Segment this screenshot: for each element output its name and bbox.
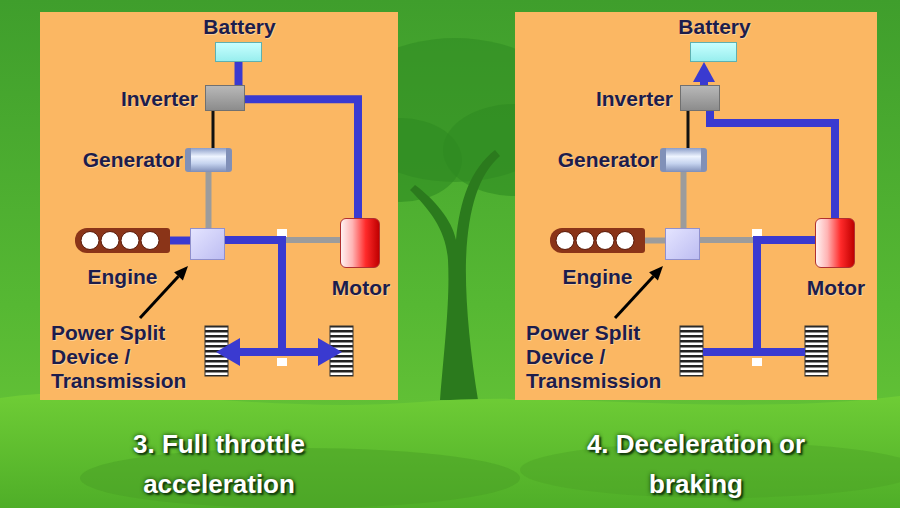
part-label: Generator (83, 148, 183, 172)
mode-panel: 3. Full throttle accelerationBatteryInve… (40, 12, 398, 400)
part-label: Battery (203, 15, 275, 39)
cylinder (141, 232, 159, 250)
panel-background (515, 12, 877, 400)
engine-block: Engine (550, 228, 645, 253)
cylinder (596, 232, 614, 250)
drive-shaft (206, 172, 212, 228)
power-flow-line (225, 240, 282, 352)
callout-arrowhead (174, 266, 188, 280)
drive-shaft (645, 238, 665, 244)
shaft-joint (277, 229, 287, 237)
part-label: Power Split Device / Transmission (526, 321, 676, 393)
shaft-joint (752, 358, 762, 366)
power-flow-arrowhead (216, 338, 240, 366)
motor-box: Motor (340, 218, 380, 268)
cylinder (81, 232, 99, 250)
power-flow-line (245, 99, 358, 218)
part-label: Motor (332, 276, 390, 300)
label-holder: Generator (558, 148, 658, 172)
power-flow-line (238, 348, 322, 356)
tree-trunk (410, 150, 500, 400)
label-holder: Inverter (596, 87, 673, 111)
cylinder (616, 232, 634, 250)
part-label: Engine (562, 265, 632, 289)
engine-block: Engine (75, 228, 170, 253)
engine-cylinders (75, 228, 170, 253)
panel-caption: 3. Full throttle acceleration (79, 424, 359, 504)
label-holder: Battery (203, 15, 275, 39)
cylinder (101, 232, 119, 250)
engine-cylinders (550, 228, 645, 253)
axle (228, 349, 330, 355)
generator-box: Generator (185, 148, 232, 172)
power-flow-arrowhead (318, 338, 342, 366)
panel-background (40, 12, 398, 400)
part-label: Generator (558, 148, 658, 172)
control-wire (687, 111, 690, 148)
label-holder: Battery (678, 15, 750, 39)
label-holder: Motor (807, 276, 865, 300)
motor-box: Motor (815, 218, 855, 268)
panel-caption: 4. Deceleration or braking (556, 424, 836, 504)
callout-arrowhead (649, 266, 663, 280)
power-flow-line (235, 62, 243, 85)
part-label: Battery (678, 15, 750, 39)
label-holder: Engine (562, 265, 632, 289)
mode-panel: 4. Deceleration or brakingBatteryInverte… (515, 12, 877, 400)
shaft-joint (752, 229, 762, 237)
power-split-box: Power Split Device / Transmission (190, 228, 225, 260)
cylinder (556, 232, 574, 250)
cylinder (121, 232, 139, 250)
inverter-box: Inverter (205, 85, 245, 111)
caption-holder: 4. Deceleration or braking (556, 424, 836, 504)
wheel (805, 326, 828, 376)
inverter-box: Inverter (680, 85, 720, 111)
label-holder: Motor (332, 276, 390, 300)
control-wire (212, 111, 215, 148)
label-holder: Power Split Device / Transmission (526, 321, 676, 393)
power-flow-line (710, 111, 835, 218)
part-label: Engine (87, 265, 157, 289)
battery-box: Battery (215, 42, 262, 62)
power-flow-line (703, 240, 815, 352)
generator-box: Generator (660, 148, 707, 172)
label-holder: Generator (83, 148, 183, 172)
cylinder (576, 232, 594, 250)
power-split-box: Power Split Device / Transmission (665, 228, 700, 260)
drive-shaft (681, 172, 687, 228)
battery-box: Battery (690, 42, 737, 62)
caption-holder: 3. Full throttle acceleration (79, 424, 359, 504)
part-label: Motor (807, 276, 865, 300)
wheel (680, 326, 703, 376)
label-holder: Inverter (121, 87, 198, 111)
power-flow-line (170, 237, 190, 245)
label-holder: Engine (87, 265, 157, 289)
label-holder: Power Split Device / Transmission (51, 321, 201, 393)
part-label: Power Split Device / Transmission (51, 321, 201, 393)
part-label: Inverter (596, 87, 673, 111)
shaft-joint (277, 358, 287, 366)
part-label: Inverter (121, 87, 198, 111)
